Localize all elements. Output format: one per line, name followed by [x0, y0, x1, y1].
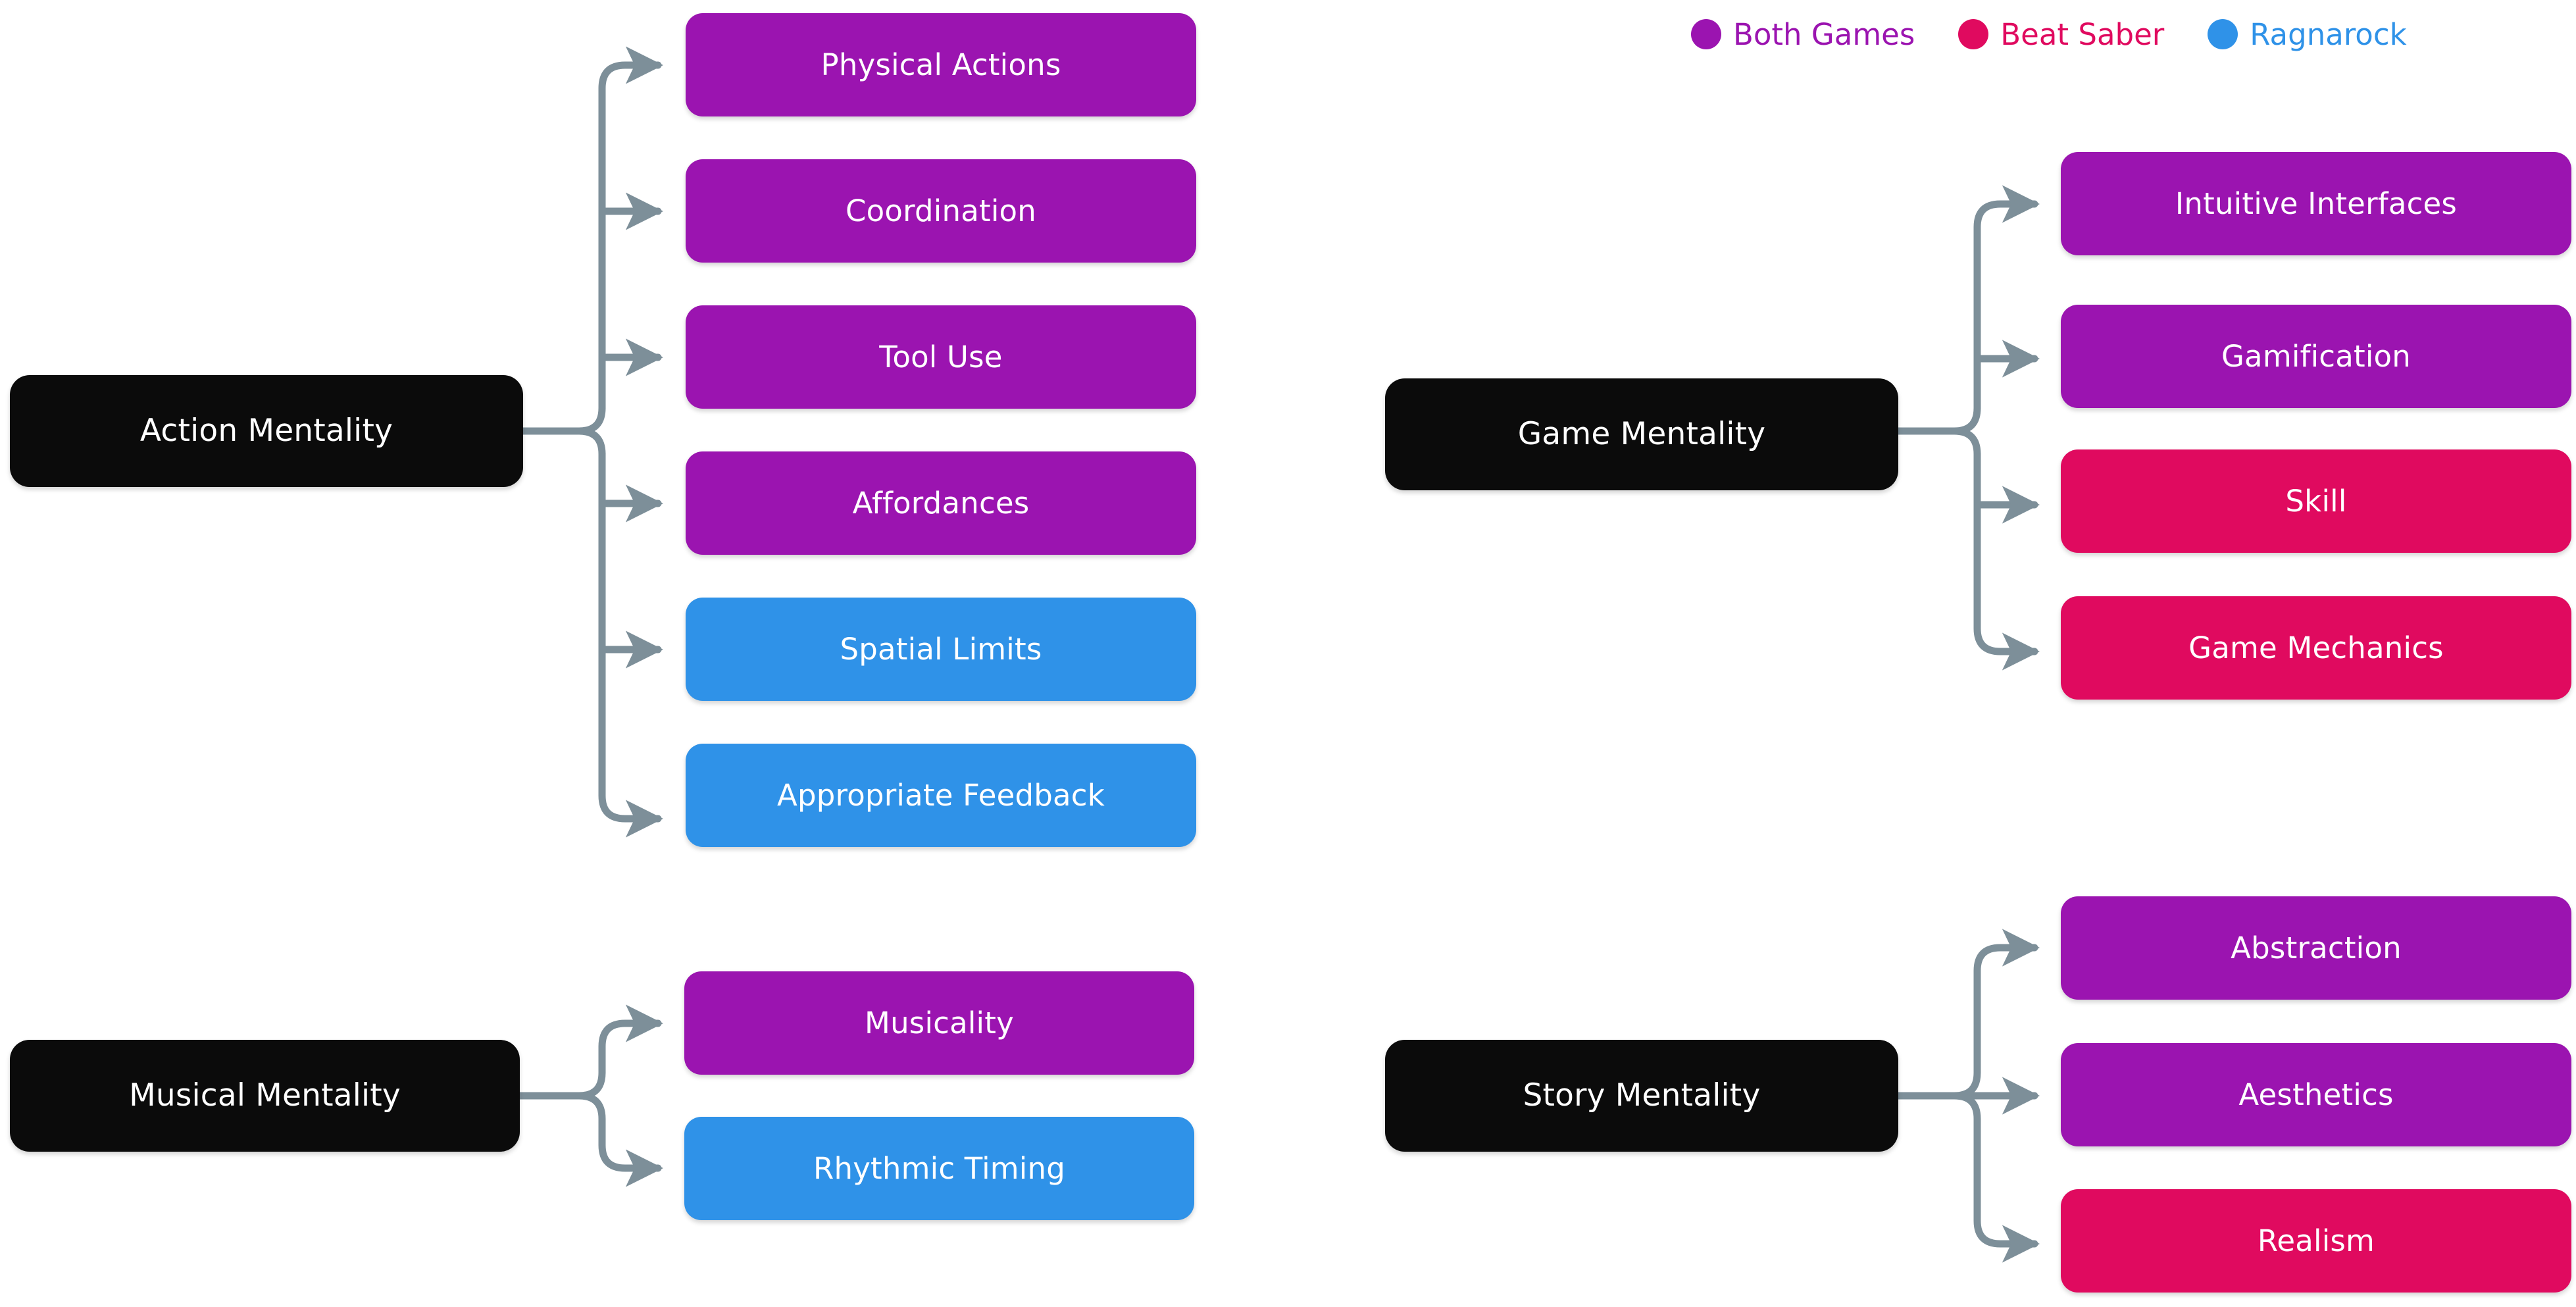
node-aesthetics[interactable]: Aesthetics [2061, 1043, 2571, 1146]
edges-game [1894, 185, 2040, 671]
node-label: Affordances [852, 485, 1030, 521]
legend-circle-icon [2208, 19, 2238, 49]
node-game-mechanics[interactable]: Game Mechanics [2061, 596, 2571, 700]
legend-label: Beat Saber [2000, 16, 2165, 52]
node-physical-actions[interactable]: Physical Actions [686, 13, 1196, 116]
legend-item-beat-saber[interactable]: Beat Saber [1958, 9, 2164, 59]
node-musicality[interactable]: Musicality [684, 971, 1194, 1075]
node-action-mentality-root[interactable]: Action Mentality [10, 375, 523, 487]
edges-action [519, 46, 664, 838]
legend-label: Ragnarock [2250, 16, 2407, 52]
node-tool-use[interactable]: Tool Use [686, 305, 1196, 409]
node-label: Tool Use [879, 339, 1003, 374]
node-label: Story Mentality [1523, 1077, 1761, 1114]
node-gamification[interactable]: Gamification [2061, 305, 2571, 408]
node-affordances[interactable]: Affordances [686, 451, 1196, 555]
legend-circle-icon [1958, 19, 1989, 49]
node-coordination[interactable]: Coordination [686, 159, 1196, 263]
node-label: Realism [2257, 1223, 2375, 1258]
node-spatial-limits[interactable]: Spatial Limits [686, 598, 1196, 701]
node-label: Game Mentality [1517, 416, 1766, 453]
node-label: Intuitive Interfaces [2175, 186, 2458, 221]
node-label: Gamification [2221, 338, 2412, 374]
node-musical-mentality-root[interactable]: Musical Mentality [10, 1040, 520, 1152]
node-label: Abstraction [2231, 930, 2402, 965]
node-rhythmic-timing[interactable]: Rhythmic Timing [684, 1117, 1194, 1220]
node-label: Aesthetics [2238, 1077, 2394, 1112]
legend-item-both-games[interactable]: Both Games [1691, 9, 1915, 59]
node-story-mentality-root[interactable]: Story Mentality [1385, 1040, 1898, 1152]
node-label: Coordination [846, 193, 1036, 228]
node-label: Musical Mentality [129, 1077, 401, 1114]
node-realism[interactable]: Realism [2061, 1189, 2571, 1293]
node-label: Physical Actions [821, 47, 1061, 82]
node-label: Game Mechanics [2188, 630, 2444, 665]
node-abstraction[interactable]: Abstraction [2061, 896, 2571, 1000]
edges-musical [516, 1004, 664, 1187]
node-label: Spatial Limits [840, 631, 1042, 667]
node-label: Musicality [865, 1005, 1014, 1040]
legend: Both Games Beat Saber Ragnarock [1691, 9, 2407, 59]
legend-circle-icon [1691, 19, 1721, 49]
node-label: Action Mentality [139, 413, 393, 449]
edges-story [1894, 929, 2040, 1263]
node-label: Rhythmic Timing [813, 1150, 1065, 1186]
node-appropriate-feedback[interactable]: Appropriate Feedback [686, 744, 1196, 847]
node-label: Appropriate Feedback [776, 777, 1105, 813]
node-label: Skill [2285, 483, 2347, 519]
node-intuitive-interfaces[interactable]: Intuitive Interfaces [2061, 152, 2571, 255]
legend-item-ragnarock[interactable]: Ragnarock [2208, 9, 2407, 59]
node-skill[interactable]: Skill [2061, 449, 2571, 553]
legend-label: Both Games [1733, 16, 1915, 52]
node-game-mentality-root[interactable]: Game Mentality [1385, 378, 1898, 490]
